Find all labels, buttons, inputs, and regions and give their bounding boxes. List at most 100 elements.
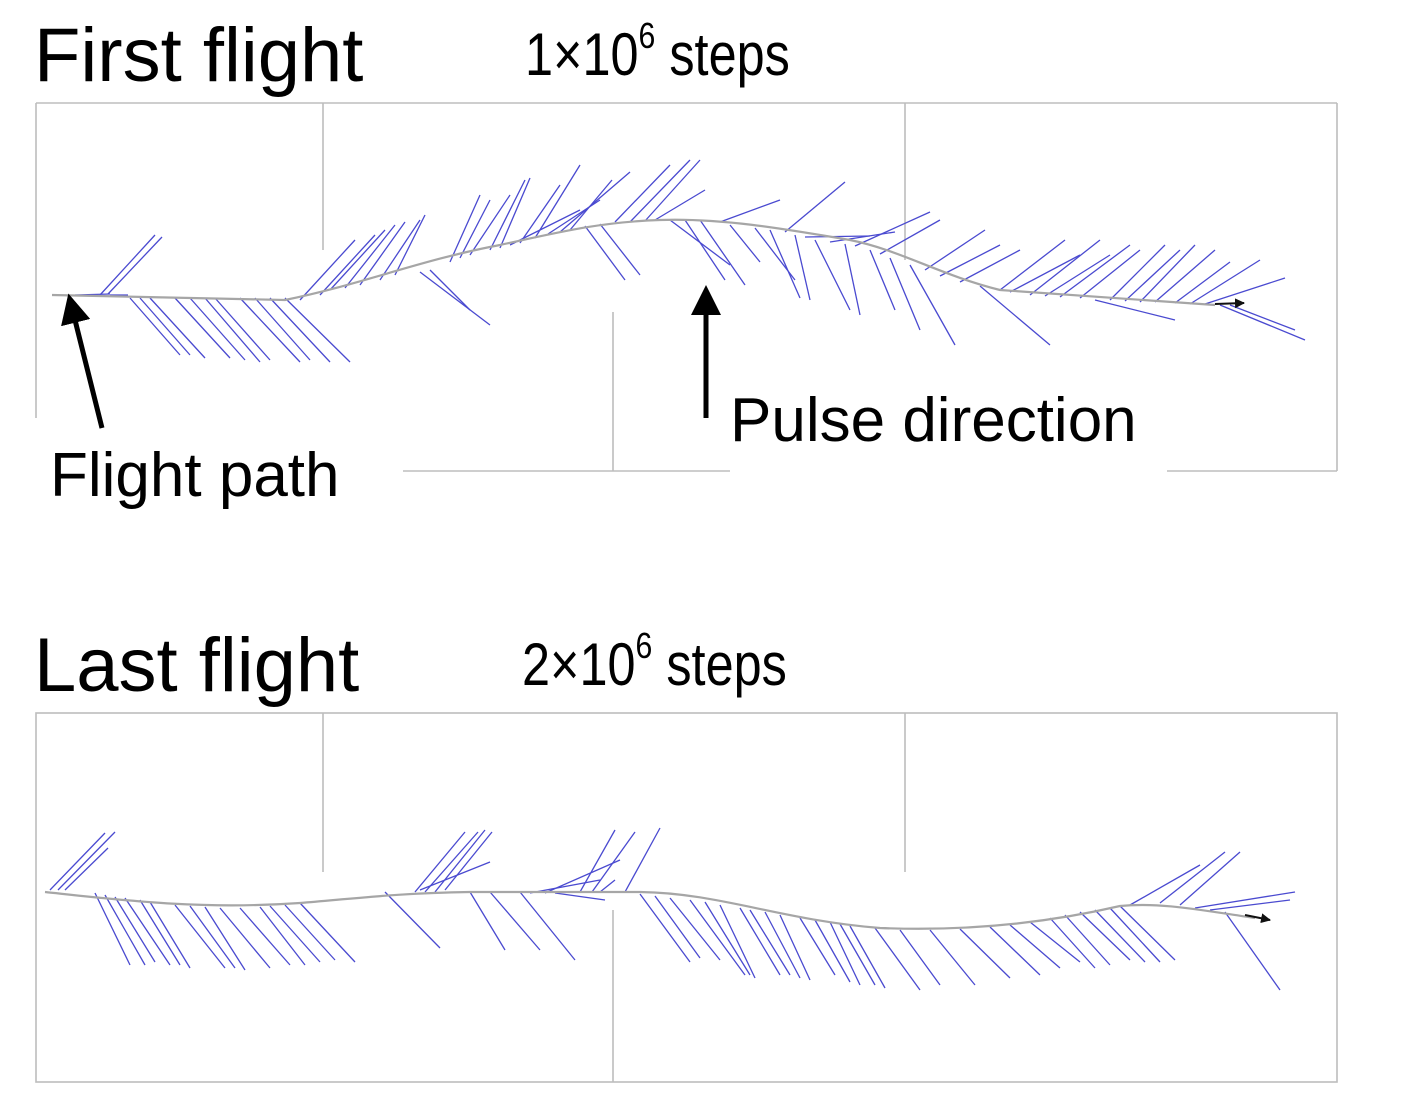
first-flight-title: First flight	[34, 13, 364, 98]
last-flight-pulse-line	[424, 831, 479, 893]
last-flight-end-arrow	[1244, 913, 1271, 924]
first-flight-pulse-line	[459, 199, 491, 259]
last-flight-pulse-line	[419, 861, 491, 891]
last-flight-title: Last flight	[34, 623, 360, 708]
last-flight-pulse-line	[114, 896, 156, 963]
last-flight-pulse-line	[384, 891, 441, 949]
first-flight-pulse-line	[804, 235, 871, 238]
last-flight-pulse-line	[57, 831, 116, 891]
last-flight-pulse-line	[704, 901, 751, 976]
first-flight-pulse-line	[1189, 259, 1261, 305]
last-flight-pulse-line	[469, 891, 506, 951]
first-flight-pulse-line	[699, 219, 746, 286]
flight-path-label: Flight path	[50, 441, 340, 510]
first-flight-pulse-line	[559, 171, 631, 233]
last-flight-pulse-line	[269, 905, 321, 963]
first-flight-pulse-line	[379, 219, 421, 281]
first-flight-path-line	[51, 218, 1216, 307]
last-flight-pulse-line	[434, 829, 486, 893]
last-flight-pulse-line	[929, 929, 976, 986]
first-flight-pulse-line	[629, 159, 691, 223]
first-flight-pulse-line	[769, 229, 801, 299]
last-flight-pulse-line	[959, 928, 1011, 979]
last-flight-pulse-line	[874, 927, 921, 991]
first-flight-pulse-line	[394, 214, 426, 276]
last-flight-pulse-line	[139, 899, 181, 966]
last-flight-pulse-line	[1194, 891, 1296, 909]
last-flight-pulse-line	[1179, 851, 1241, 906]
last-flight-pulse-line	[519, 891, 576, 961]
first-flight-pulse-line	[129, 297, 181, 356]
last-flight-steps-exponent: 6	[635, 625, 653, 666]
first-flight-pulse-line	[174, 297, 231, 359]
first-flight-pulse-line	[429, 269, 471, 311]
first-flight-pulse-line	[284, 297, 351, 363]
last-flight-pulse-line	[764, 911, 801, 979]
first-flight-pulse-line	[419, 271, 491, 326]
first-flight-pulse-line	[254, 297, 311, 361]
last-flight-pulse-line	[1129, 864, 1201, 906]
first-flight-pulse-line	[1059, 244, 1131, 298]
last-flight-pulse-line	[64, 847, 109, 891]
first-flight-pulse-line	[107, 236, 163, 295]
first-flight-pulse-line	[829, 231, 896, 243]
last-flight-pulse-line	[174, 904, 226, 969]
last-flight-pulse-line	[104, 894, 146, 966]
last-flight-pulse-line	[849, 925, 886, 989]
first-flight-pulse-line	[719, 199, 781, 223]
first-flight-pulse-line	[299, 239, 356, 301]
first-flight-pulse-line	[469, 194, 511, 256]
last-flight-pulse-line	[719, 904, 756, 979]
last-flight-pulse-line	[1064, 914, 1111, 966]
first-flight-pulse-line	[939, 244, 1001, 277]
last-flight-pulse-line	[414, 831, 466, 893]
first-flight-pulse-line	[329, 229, 386, 291]
first-flight-pulse-line	[189, 297, 246, 361]
last-flight-pulse-line	[654, 895, 701, 959]
last-flight-pulse-line	[1209, 899, 1291, 911]
last-flight-pulse-line	[1049, 917, 1096, 969]
first-flight-pulse-line	[1009, 254, 1081, 293]
last-flight-pulse-line	[544, 859, 621, 894]
last-flight-frame	[35, 712, 1338, 1083]
first-flight-pulse-line	[999, 239, 1066, 291]
first-flight-steps-exponent: 6	[638, 15, 656, 56]
last-flight-pulse-line	[639, 893, 691, 963]
last-flight-pulse-line	[779, 914, 811, 981]
last-flight-pulse-line	[624, 827, 661, 893]
last-flight-pulse-line	[204, 906, 246, 971]
first-flight-pulse-line	[879, 219, 941, 255]
first-flight-pulse-line	[814, 239, 851, 311]
first-flight-pulse-line	[1229, 304, 1296, 331]
first-flight-pulse-line	[534, 164, 581, 239]
first-flight-pulse-line	[1029, 239, 1101, 296]
last-flight-pulse-line	[899, 929, 941, 986]
last-flight-pulse-line	[814, 919, 851, 983]
first-flight-pulse-line	[854, 211, 931, 247]
first-flight-pulse-line	[1174, 261, 1231, 304]
first-flight-pulse-line	[139, 297, 191, 356]
last-flight-pulse-line	[839, 923, 876, 986]
last-flight-pulse-line	[189, 905, 236, 969]
first-flight-pulse-line	[1154, 249, 1216, 303]
first-flight-pulse-line	[239, 297, 301, 363]
first-flight-pulse-line	[889, 257, 921, 331]
last-flight-pulse-line	[49, 832, 106, 891]
last-flight-pulse-line	[94, 892, 131, 966]
last-flight-pulse-line	[1109, 907, 1161, 963]
last-flight-pulse-line	[124, 897, 171, 966]
last-flight-pulse-line	[599, 879, 616, 893]
last-flight-pulse-line	[284, 904, 336, 961]
last-flight-pulse-line	[239, 907, 291, 966]
first-flight-pulse-line	[1139, 244, 1196, 303]
last-flight-pulse-line	[1094, 909, 1146, 963]
last-flight-pulse-line	[1119, 905, 1176, 961]
first-flight-pulse-line	[684, 219, 726, 281]
pulse-direction-label: Pulse direction	[730, 390, 1167, 477]
last-flight-pulse-line	[989, 926, 1041, 976]
first-flight-pulse-line	[1079, 249, 1141, 299]
last-flight-pulse-lines	[49, 827, 1296, 991]
last-flight-pulse-line	[1224, 911, 1281, 991]
last-flight-pulse-line	[529, 879, 601, 894]
first-flight-steps-base: 1×10	[525, 21, 639, 88]
